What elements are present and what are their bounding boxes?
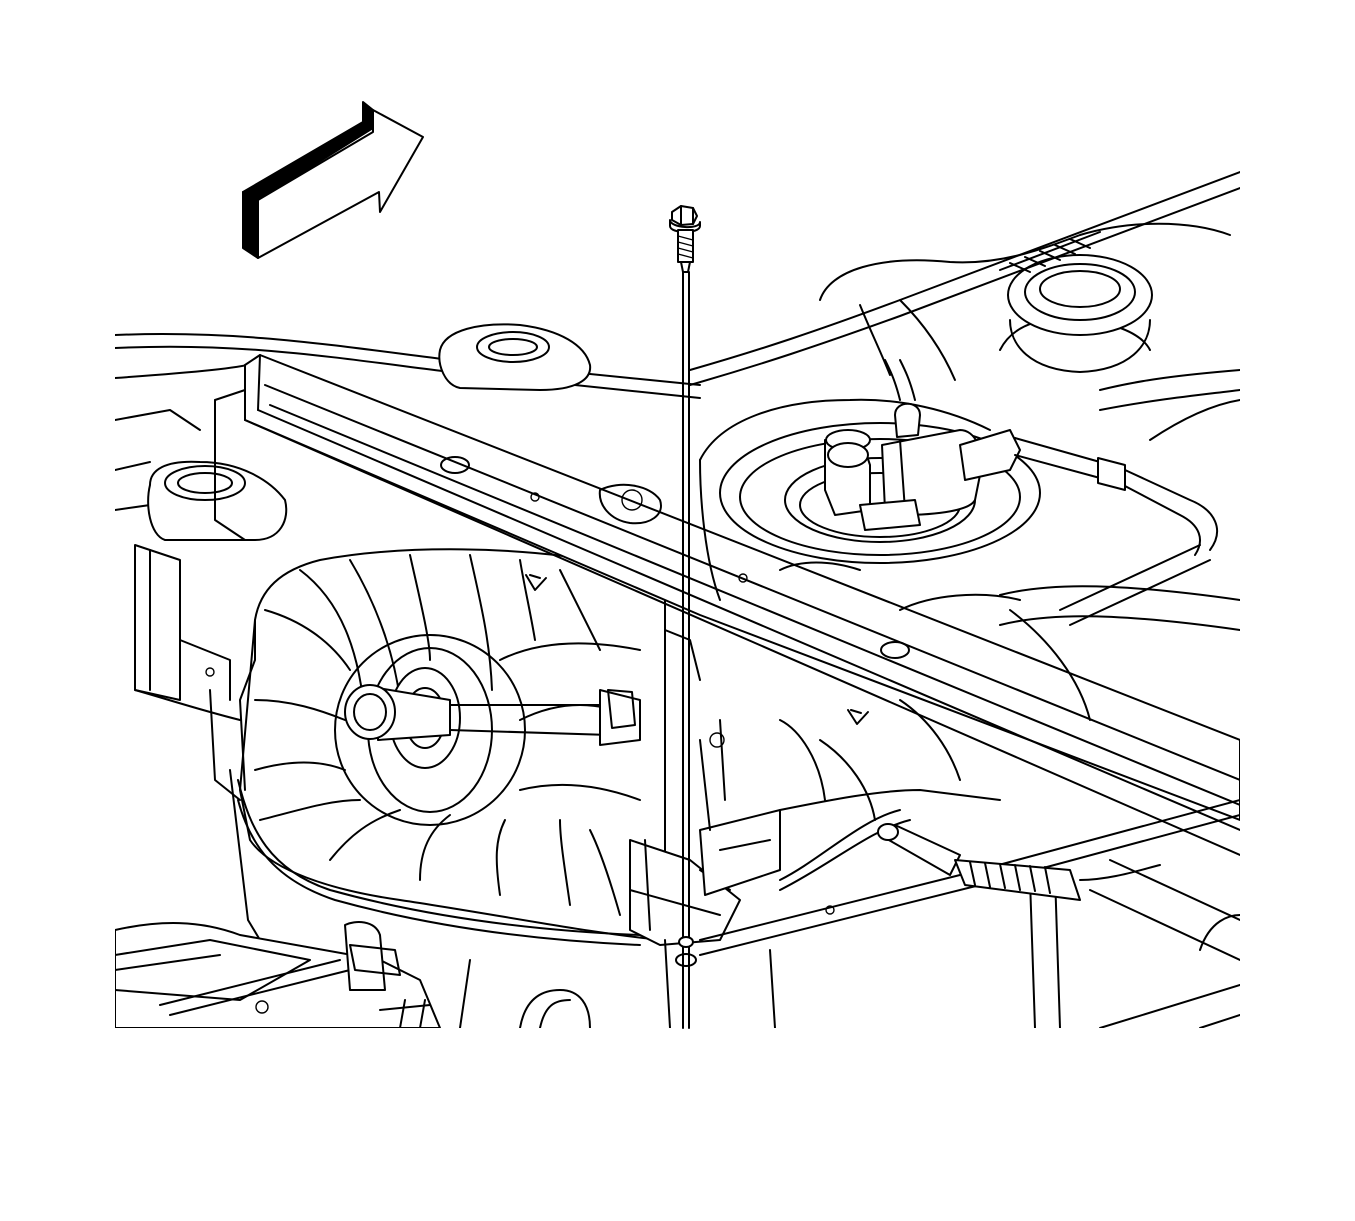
left-mount-bracket — [134, 460, 288, 721]
fuel-pump-module — [719, 359, 1219, 626]
fuel-tank-left-section — [209, 548, 666, 946]
center-mount-bracket — [438, 323, 592, 391]
fuel-tank-strap — [629, 629, 1240, 1028]
frame-rail-rear — [115, 333, 701, 511]
lower-left-heat-shield — [115, 921, 591, 1028]
bolt-icon — [669, 205, 701, 1029]
main-crossmember — [214, 354, 1240, 856]
frame-rail-upper-right — [689, 171, 1240, 386]
evap-hose — [779, 789, 1240, 1028]
vehicle-underbody — [115, 171, 1240, 1028]
fuel-tank-mid-section — [598, 459, 1091, 821]
forward-direction-arrow-icon — [242, 101, 424, 259]
